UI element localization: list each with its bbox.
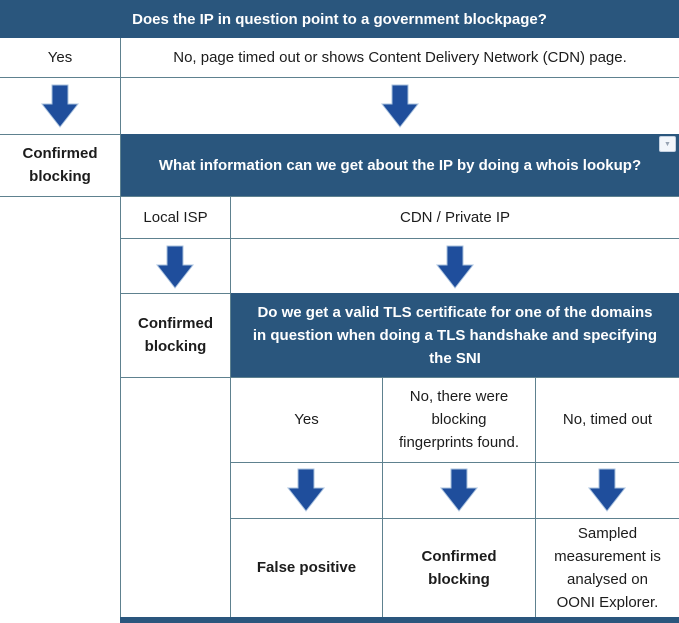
result-confirmed-blocking-cell: Confirmed blocking xyxy=(0,134,120,196)
row-divider xyxy=(0,77,679,78)
column-divider xyxy=(120,38,121,617)
answer-timed-out-cell: No, timed out xyxy=(536,377,679,462)
column-divider xyxy=(382,377,383,617)
answer-yes-label: Yes xyxy=(47,49,73,66)
question-tls-text: Do we get a valid TLS certificate for on… xyxy=(252,303,658,367)
down-arrow-icon xyxy=(381,84,419,128)
answer-no-label: No, page timed out or shows Content Deli… xyxy=(173,49,627,66)
result-confirmed-blocking-cell: Confirmed blocking xyxy=(121,293,230,377)
result-confirmed-blocking-label: Confirmed blocking xyxy=(22,145,98,185)
down-arrow-icon xyxy=(287,468,325,512)
chevron-down-icon: ▼ xyxy=(664,140,671,148)
column-divider xyxy=(535,377,536,617)
answer-timed-out-label: No, timed out xyxy=(562,411,653,428)
result-false-positive-label: False positive xyxy=(256,559,357,576)
question-whois-header: What information can we get about the IP… xyxy=(121,134,679,196)
row-divider xyxy=(120,377,679,378)
answer-local-isp-label: Local ISP xyxy=(143,208,208,226)
answer-tls-yes-label: Yes xyxy=(294,411,319,428)
question-whois-text: What information can we get about the IP… xyxy=(158,156,642,174)
row-divider xyxy=(0,196,679,197)
result-confirmed-blocking-label: Confirmed blocking xyxy=(138,315,213,355)
row-divider xyxy=(120,238,679,239)
question-tls-header: Do we get a valid TLS certificate for on… xyxy=(231,293,679,377)
table-dropdown-button[interactable]: ▼ xyxy=(659,136,676,152)
result-false-positive-cell: False positive xyxy=(231,518,382,617)
down-arrow-icon xyxy=(41,84,79,128)
question-blockpage-header: Does the IP in question point to a gover… xyxy=(0,0,679,38)
result-confirmed-blocking-cell: Confirmed blocking xyxy=(383,518,535,617)
result-sampled-measurement-label: Sampled measurement is analysed on OONI … xyxy=(554,524,661,611)
down-arrow-icon xyxy=(436,245,474,289)
answer-local-isp-cell: Local ISP xyxy=(121,196,230,238)
answer-cdn-label: CDN / Private IP xyxy=(399,208,511,226)
answer-fingerprints-cell: No, there were blocking fingerprints fou… xyxy=(383,377,535,462)
answer-tls-yes-cell: Yes xyxy=(231,377,382,462)
down-arrow-icon xyxy=(156,245,194,289)
row-divider xyxy=(230,462,679,463)
next-question-header-partial xyxy=(120,617,679,623)
result-confirmed-blocking-label: Confirmed blocking xyxy=(421,547,497,588)
question-blockpage-text: Does the IP in question point to a gover… xyxy=(132,10,547,28)
answer-yes-cell: Yes xyxy=(0,38,120,77)
answer-cdn-cell: CDN / Private IP xyxy=(231,196,679,238)
answer-no-cell: No, page timed out or shows Content Deli… xyxy=(121,38,679,77)
result-sampled-measurement-cell: Sampled measurement is analysed on OONI … xyxy=(536,518,679,617)
row-divider xyxy=(230,518,679,519)
down-arrow-icon xyxy=(588,468,626,512)
down-arrow-icon xyxy=(440,468,478,512)
answer-fingerprints-label: No, there were blocking fingerprints fou… xyxy=(398,388,520,451)
column-divider xyxy=(230,196,231,617)
